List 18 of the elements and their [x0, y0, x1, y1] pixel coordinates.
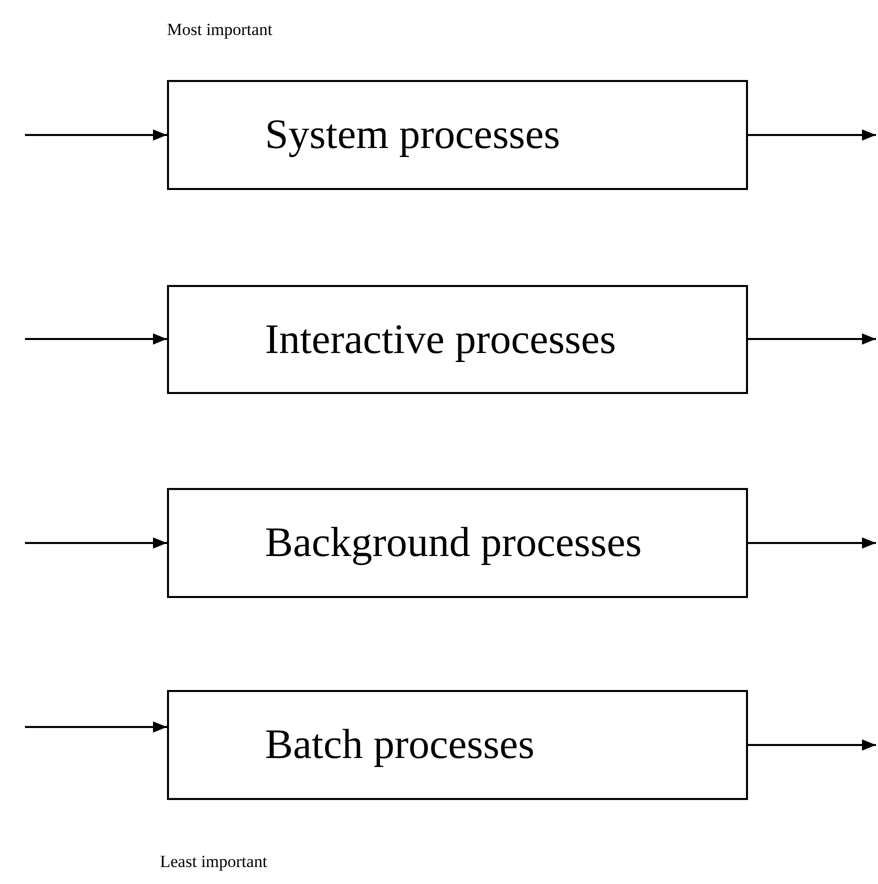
arrow	[748, 739, 876, 751]
arrow	[25, 129, 167, 141]
process-label: Batch processes	[265, 721, 534, 769]
process-label: Interactive processes	[265, 316, 616, 364]
process-box	[167, 285, 748, 394]
arrow	[25, 333, 167, 345]
process-box	[167, 690, 748, 800]
arrow	[748, 129, 876, 141]
process-box	[167, 488, 748, 598]
priority-note: Least important	[160, 852, 268, 872]
process-label: System processes	[265, 111, 560, 159]
process-label: Background processes	[265, 519, 642, 567]
arrow	[25, 721, 167, 733]
arrow	[25, 537, 167, 549]
process-box	[167, 80, 748, 190]
arrow	[748, 333, 876, 345]
arrow	[748, 537, 876, 549]
priority-note: Most important	[167, 20, 272, 40]
